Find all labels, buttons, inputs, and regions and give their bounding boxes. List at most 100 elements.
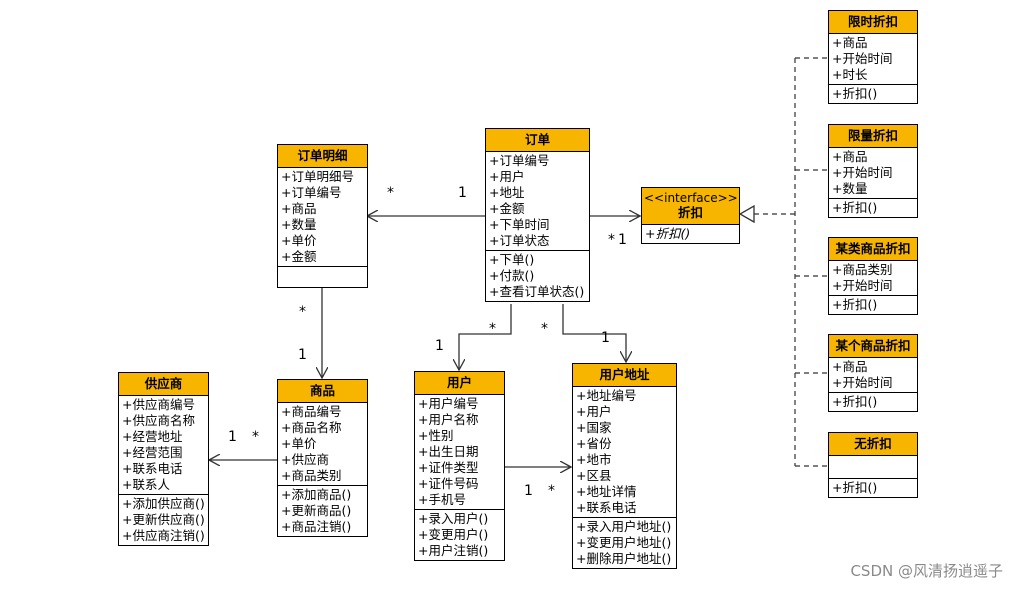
class-method: +付款() — [489, 268, 535, 283]
class-name: 某个商品折扣 — [835, 338, 911, 353]
class-user-address[interactable]: 用户地址 +地址编号+用户+国家+省份+地市+区县+地址详情+联系电话 +录入用… — [572, 363, 677, 569]
class-attribute: +手机号 — [418, 492, 466, 507]
class-header: 订单明细 — [278, 145, 367, 168]
mult-order-address-one: 1 — [601, 330, 610, 346]
class-method: +折扣() — [832, 394, 878, 409]
class-attribute: +商品 — [832, 359, 868, 374]
class-methods — [278, 266, 367, 287]
class-method: +用户注销() — [418, 543, 489, 558]
class-attribute: +折扣() — [645, 226, 691, 241]
class-quantity-discount[interactable]: 限量折扣 +商品+开始时间+数量 +折扣() — [828, 124, 918, 218]
mult-user-address-many: * — [548, 483, 555, 499]
class-method: +供应商注销() — [122, 528, 205, 543]
class-methods: +添加供应商()+更新供应商()+供应商注销() — [119, 494, 208, 545]
class-attribute: +用户 — [576, 404, 612, 419]
class-attribute: +联系人 — [122, 477, 170, 492]
class-attributes: +订单明细号+订单编号+商品+数量+单价+金额 — [278, 168, 367, 266]
class-header: 某个商品折扣 — [829, 335, 917, 358]
class-attribute: +经营地址 — [122, 429, 183, 444]
class-product-discount[interactable]: 某个商品折扣 +商品+开始时间 +折扣() — [828, 334, 918, 412]
class-header: <<interface>> 折扣 — [642, 188, 739, 225]
mult-product-supplier-one: 1 — [228, 429, 237, 445]
mult-order-discount-many: * — [608, 232, 615, 248]
class-attributes: +商品+开始时间 — [829, 358, 917, 392]
class-attributes: +商品编号+商品名称+单价+供应商+商品类别 — [278, 403, 367, 485]
class-header: 供应商 — [119, 373, 208, 396]
class-attribute: +用户名称 — [418, 412, 479, 427]
class-name: 商品 — [309, 383, 335, 398]
class-attribute: +下单时间 — [489, 217, 550, 232]
class-methods: +下单()+付款()+查看订单状态() — [486, 250, 589, 301]
class-method: +变更用户地址() — [576, 535, 672, 550]
class-attributes: +订单编号+用户+地址+金额+下单时间+订单状态 — [486, 152, 589, 250]
class-header: 订单 — [486, 129, 589, 152]
class-name: 供应商 — [144, 376, 183, 391]
class-attributes — [829, 456, 917, 478]
mult-detail-product-one: 1 — [298, 347, 307, 363]
class-method: +更新商品() — [281, 503, 352, 518]
class-attributes: +用户编号+用户名称+性别+出生日期+证件类型+证件号码+手机号 — [415, 395, 504, 509]
class-method: +删除用户地址() — [576, 551, 672, 566]
class-attribute: +单价 — [281, 233, 317, 248]
class-attributes: +供应商编号+供应商名称+经营地址+经营范围+联系电话+联系人 — [119, 396, 208, 494]
class-header: 用户地址 — [573, 364, 676, 387]
class-no-discount[interactable]: 无折扣 +折扣() — [828, 432, 918, 498]
class-attribute: +订单状态 — [489, 233, 550, 248]
class-header: 无折扣 — [829, 433, 917, 456]
class-attribute: +区县 — [576, 468, 612, 483]
class-attributes: +商品+开始时间+数量 — [829, 148, 917, 198]
class-name: 订单 — [524, 132, 550, 147]
class-method: +添加供应商() — [122, 496, 205, 511]
class-attribute: +商品类别 — [281, 468, 342, 483]
class-name: 订单明细 — [297, 148, 348, 163]
class-methods: +折扣() — [829, 478, 917, 497]
mult-order-user-one: 1 — [435, 338, 444, 354]
class-order[interactable]: 订单 +订单编号+用户+地址+金额+下单时间+订单状态 +下单()+付款()+查… — [485, 128, 590, 302]
class-attribute: +联系电话 — [122, 461, 183, 476]
class-attribute: +用户 — [489, 169, 525, 184]
class-order-detail[interactable]: 订单明细 +订单明细号+订单编号+商品+数量+单价+金额 — [277, 144, 368, 288]
class-name: 用户 — [446, 375, 472, 390]
class-attribute: +商品名称 — [281, 420, 342, 435]
class-attributes: +地址编号+用户+国家+省份+地市+区县+地址详情+联系电话 — [573, 387, 676, 517]
mult-product-supplier-many: * — [252, 429, 259, 445]
class-attribute: +数量 — [281, 217, 317, 232]
order-user-association — [459, 304, 512, 370]
class-product[interactable]: 商品 +商品编号+商品名称+单价+供应商+商品类别 +添加商品()+更新商品()… — [277, 379, 368, 537]
class-discount-interface[interactable]: <<interface>> 折扣 +折扣() — [641, 187, 740, 244]
class-timed-discount[interactable]: 限时折扣 +商品+开始时间+时长 +折扣() — [828, 10, 918, 104]
class-attribute: +订单明细号 — [281, 169, 354, 184]
class-method: +录入用户地址() — [576, 519, 672, 534]
class-methods: +录入用户地址()+变更用户地址()+删除用户地址() — [573, 517, 676, 568]
class-attribute: +地市 — [576, 452, 612, 467]
class-supplier[interactable]: 供应商 +供应商编号+供应商名称+经营地址+经营范围+联系电话+联系人 +添加供… — [118, 372, 209, 546]
class-attribute: +商品 — [832, 149, 868, 164]
class-category-discount[interactable]: 某类商品折扣 +商品类别+开始时间 +折扣() — [828, 237, 918, 315]
watermark: CSDN @风清扬逍遥子 — [850, 562, 1003, 580]
class-header: 某类商品折扣 — [829, 238, 917, 261]
class-attribute: +订单编号 — [281, 185, 342, 200]
class-methods: +添加商品()+更新商品()+商品注销() — [278, 485, 367, 536]
class-stereotype: <<interface>> — [644, 191, 738, 205]
class-attribute: +用户编号 — [418, 396, 479, 411]
mult-order-discount-one: 1 — [618, 232, 627, 248]
class-attribute: +供应商编号 — [122, 397, 195, 412]
class-user[interactable]: 用户 +用户编号+用户名称+性别+出生日期+证件类型+证件号码+手机号 +录入用… — [414, 371, 505, 561]
class-header: 用户 — [415, 372, 504, 395]
class-attribute: +开始时间 — [832, 278, 893, 293]
class-header: 商品 — [278, 380, 367, 403]
order-address-association — [562, 304, 626, 362]
class-attribute: +地址 — [489, 185, 525, 200]
class-header: 限量折扣 — [829, 125, 917, 148]
class-attribute: +地址详情 — [576, 484, 637, 499]
class-attribute: +供应商名称 — [122, 413, 195, 428]
mult-detail-order-many: * — [387, 185, 394, 201]
class-method: +折扣() — [832, 86, 878, 101]
mult-order-address-many: * — [541, 321, 548, 337]
class-method: +添加商品() — [281, 487, 352, 502]
class-attribute: +金额 — [281, 249, 317, 264]
class-attribute: +商品类别 — [832, 262, 893, 277]
class-method: +录入用户() — [418, 511, 489, 526]
class-attribute: +开始时间 — [832, 51, 893, 66]
